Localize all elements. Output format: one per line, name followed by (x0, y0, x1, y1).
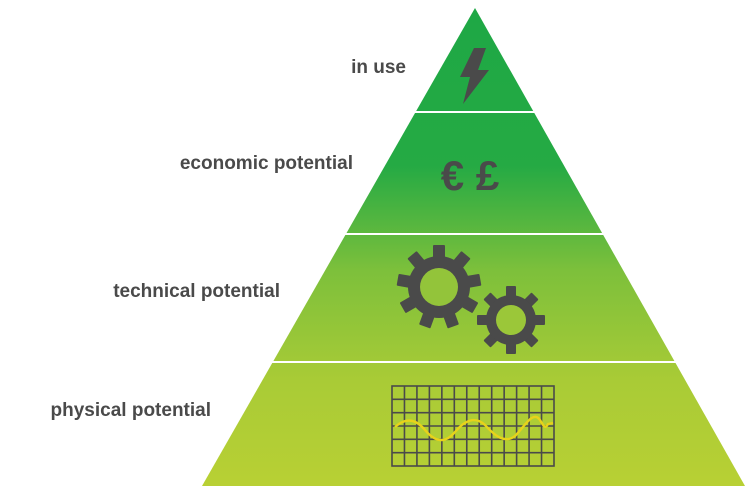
lightning-bolt-icon (460, 48, 489, 104)
waveform-line (394, 415, 554, 442)
tier-label-in-use: in use (351, 57, 406, 78)
gears-icon (396, 245, 545, 354)
tier-label-technical-potential: technical potential (113, 281, 280, 302)
tier-label-physical-potential: physical potential (50, 400, 211, 421)
waveform-grid-icon (391, 385, 555, 467)
euro-pound-icon: € £ (441, 152, 499, 199)
pyramid-shape (202, 8, 745, 486)
tier-label-economic-potential: economic potential (179, 153, 353, 174)
